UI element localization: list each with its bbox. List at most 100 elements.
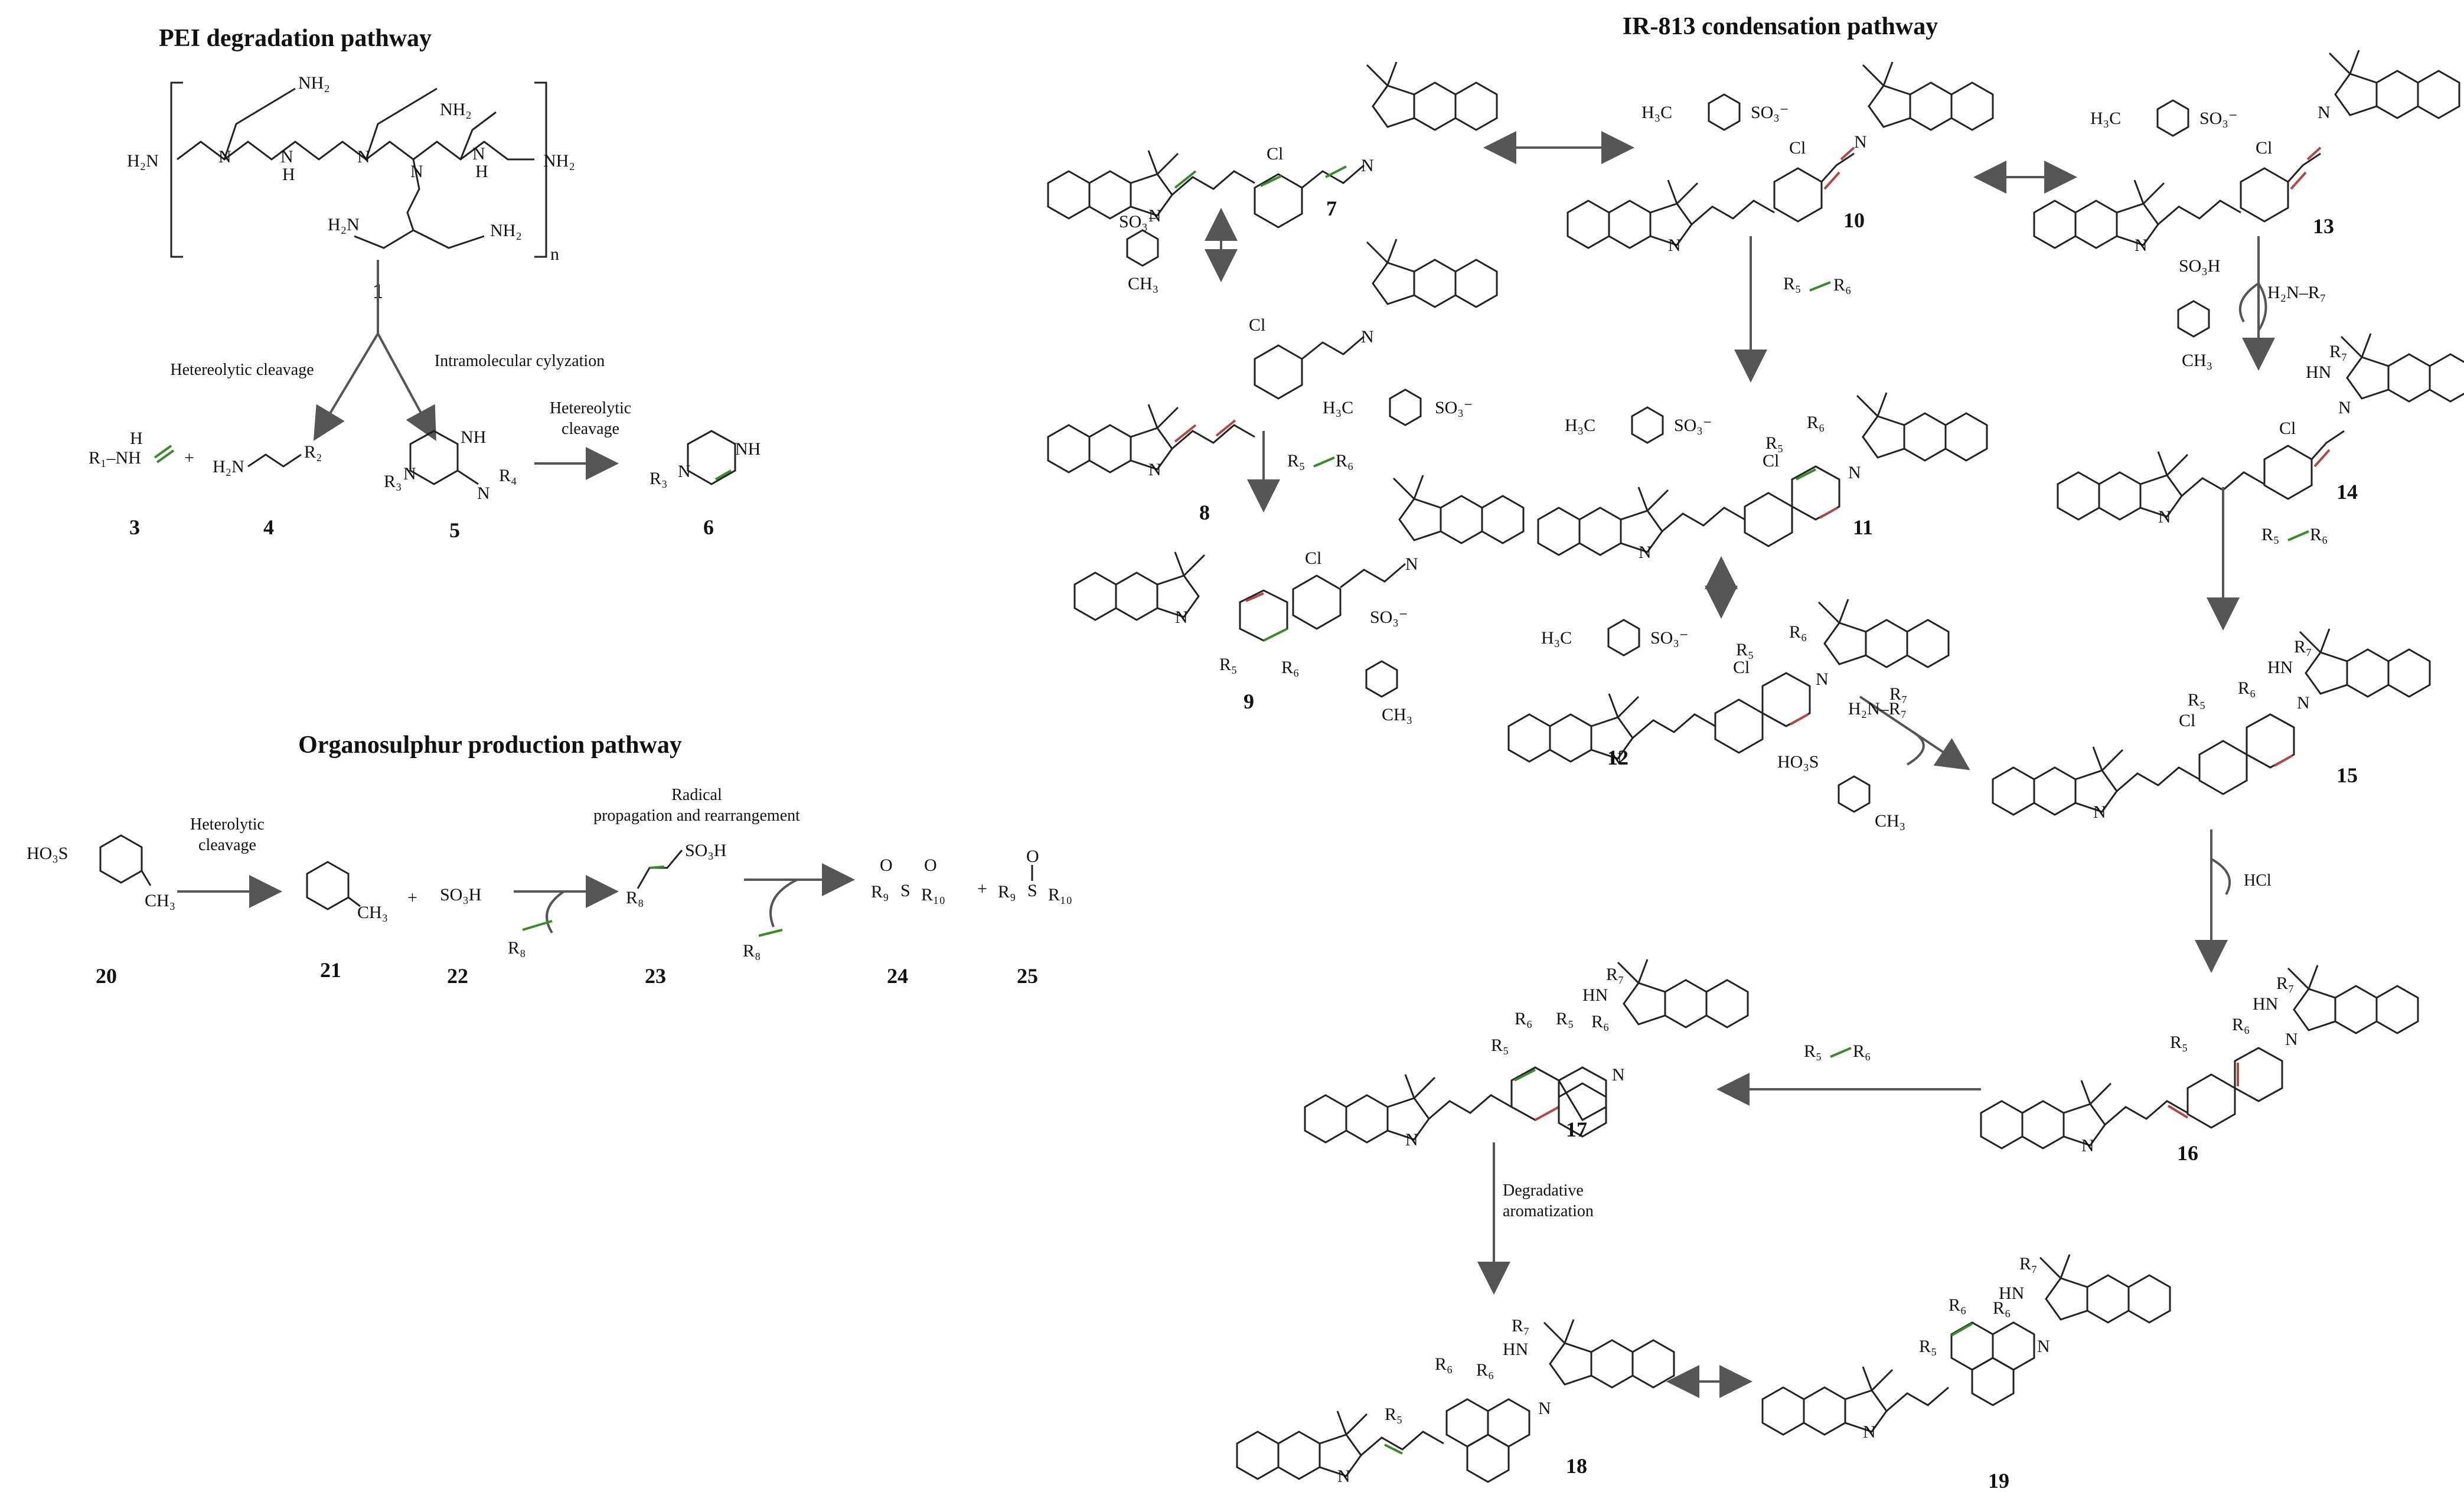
atom-hn: HN <box>2267 658 2293 677</box>
atom-r5: R₅ <box>1287 451 1305 471</box>
atom-so3: SO₃⁻ <box>1751 103 1789 122</box>
atom-ch3: CH₃ <box>1875 811 1905 831</box>
atom-n: N <box>2093 802 2106 822</box>
compound-10: H₃C SO₃⁻ N Cl N <box>1568 62 1993 255</box>
atom-r5: R₅ <box>1219 655 1237 674</box>
compound-16: N R₅ R₆ N HN R₇ <box>1981 965 2418 1155</box>
compound-label-4: 4 <box>263 515 274 539</box>
arrow-curved-amine-13 <box>2257 282 2267 332</box>
compound-21: CH₃ + <box>306 861 417 922</box>
compound-label-19: 19 <box>1988 1469 2009 1493</box>
atom-h3c: H₃C <box>1323 398 1353 417</box>
step-radical-l2: propagation and rearrangement <box>593 806 800 825</box>
atom-n: N <box>1148 206 1161 226</box>
compound-label-15: 15 <box>2336 763 2358 787</box>
atom-r6: R₆ <box>2232 1015 2250 1034</box>
atom-h: H <box>282 165 295 184</box>
arrow-curved-r8 <box>546 890 565 934</box>
compound-label-17: 17 <box>1566 1118 1587 1141</box>
arrow-heterolytic <box>313 332 379 441</box>
pei-polymer-1: H₂N NH₂ NH₂ NH₂ H₂N NH₂ N N H N N N H n <box>127 73 575 264</box>
atom-h: H <box>130 429 143 448</box>
atom-r6: R₆ <box>1591 1012 1609 1031</box>
atom-so3h: SO₃H <box>685 841 726 860</box>
plus-sign: + <box>184 448 194 468</box>
atom-s: S <box>900 881 910 900</box>
atom-n: N <box>1848 463 1861 482</box>
atom-cl: Cl <box>1733 658 1750 677</box>
atom-so3h: SO₃H <box>2179 256 2220 276</box>
tosic-acid-byproduct: HO₃S CH₃ <box>1777 752 1905 831</box>
atom-r5: R₅ <box>1491 1036 1509 1055</box>
atom-n: N <box>678 462 691 481</box>
atom-n: N <box>2338 398 2351 417</box>
atom-n: N <box>1612 1065 1625 1085</box>
atom-so3: SO₃⁻ <box>1650 628 1689 648</box>
atom-nh2: NH₂ <box>298 73 330 93</box>
step-heterolytic-cleavage: Hetereolytic cleavage <box>170 361 314 379</box>
compound-label-8: 8 <box>1199 501 1210 524</box>
step-intramolecular-cyclization: Intramolecular cylyzation <box>435 352 605 370</box>
compound-label-12: 12 <box>1607 746 1628 769</box>
atom-r6: R₆ <box>1515 1009 1532 1028</box>
atom-h3c: H₃C <box>1565 416 1595 435</box>
compound-label-7: 7 <box>1326 197 1337 220</box>
atom-h3c: H₃C <box>1541 628 1572 648</box>
compound-label-14: 14 <box>2336 480 2358 504</box>
compound-18: N R₅ R₆ R₆ N HN R₇ <box>1237 1316 1674 1486</box>
atom-n: N <box>1538 1399 1551 1418</box>
step-os-heterolytic-l2: cleavage <box>198 836 256 854</box>
compound-label-9: 9 <box>1244 690 1254 713</box>
compound-24: R₉ S O O R₁₀ + <box>871 855 987 904</box>
atom-ch3: CH₃ <box>1382 705 1412 724</box>
atom-ch3: CH₃ <box>357 903 388 922</box>
dienophile-r5r6-d: R₅ R₆ <box>1804 1041 1871 1061</box>
atom-n: N <box>1609 749 1622 769</box>
arrow-curved-amine <box>1906 731 1925 766</box>
atom-h2nr7: H₂N–R₇ <box>1848 699 1907 719</box>
atom-cl: Cl <box>1267 144 1283 164</box>
arrow-curved-tosic <box>2238 282 2260 322</box>
atom-n: N <box>2285 1030 2298 1049</box>
atom-h3c: H₃C <box>2090 109 2121 128</box>
amine-reagent-h2nr7: R₇ H₂N–R₇ <box>1848 684 1907 719</box>
atom-n: N <box>410 162 423 181</box>
compound-13: H₃C SO₃⁻ N Cl N <box>2034 50 2459 255</box>
compound-4: H₂N R₂ <box>213 442 322 476</box>
compound-label-18: 18 <box>1566 1454 1587 1478</box>
tosic-acid-13: SO₃H CH₃ <box>2177 256 2220 370</box>
atom-n: N <box>1854 132 1867 152</box>
compound-label-6: 6 <box>703 515 714 539</box>
compound-label-22: 22 <box>447 964 468 988</box>
dienophile-r5r6-c: R₅ R₆ <box>2261 525 2328 544</box>
atom-r6: R₆ <box>1435 1354 1453 1374</box>
atom-n: N <box>2081 1136 2094 1155</box>
step-degradative-l2: aromatization <box>1503 1202 1594 1220</box>
atom-r9: R₉ <box>871 882 889 902</box>
atom-o: O <box>880 855 893 875</box>
atom-so3h: SO₃H <box>440 885 481 904</box>
compound-11: H₃C SO₃⁻ N R₅ Cl R₆ N <box>1538 393 1987 562</box>
ir813-title: IR-813 condensation pathway <box>1623 13 1938 40</box>
atom-r6: R₆ <box>1949 1295 1966 1315</box>
atom-h2n: H₂N <box>328 215 360 234</box>
atom-n: N <box>2158 507 2171 527</box>
compound-19: N R₅ R₆ R₆ N HN R₇ <box>1763 1254 2170 1442</box>
atom-r6: R₆ <box>1853 1041 1871 1061</box>
compound-label-10: 10 <box>1843 208 1865 232</box>
atom-r6: R₆ <box>1807 413 1825 432</box>
compound-12: H₃C SO₃⁻ N R₅ Cl R₆ N <box>1509 599 1949 769</box>
atom-s: S <box>1027 881 1037 900</box>
atom-n: N <box>1361 327 1374 347</box>
atom-ch3: CH₃ <box>145 891 175 910</box>
atom-so3: SO₃⁻ <box>1119 212 1157 231</box>
arrow-curved-r8-2 <box>769 879 798 928</box>
compound-23: SO₃H R₈ <box>626 841 726 907</box>
compound-label-16: 16 <box>2177 1141 2198 1165</box>
compound-label-3: 3 <box>129 515 140 539</box>
atom-n: N <box>2037 1337 2050 1356</box>
atom-r8: R₈ <box>743 941 761 961</box>
atom-n: N <box>1148 460 1161 479</box>
atom-r5: R₅ <box>1919 1337 1937 1356</box>
atom-n: N <box>477 484 490 503</box>
